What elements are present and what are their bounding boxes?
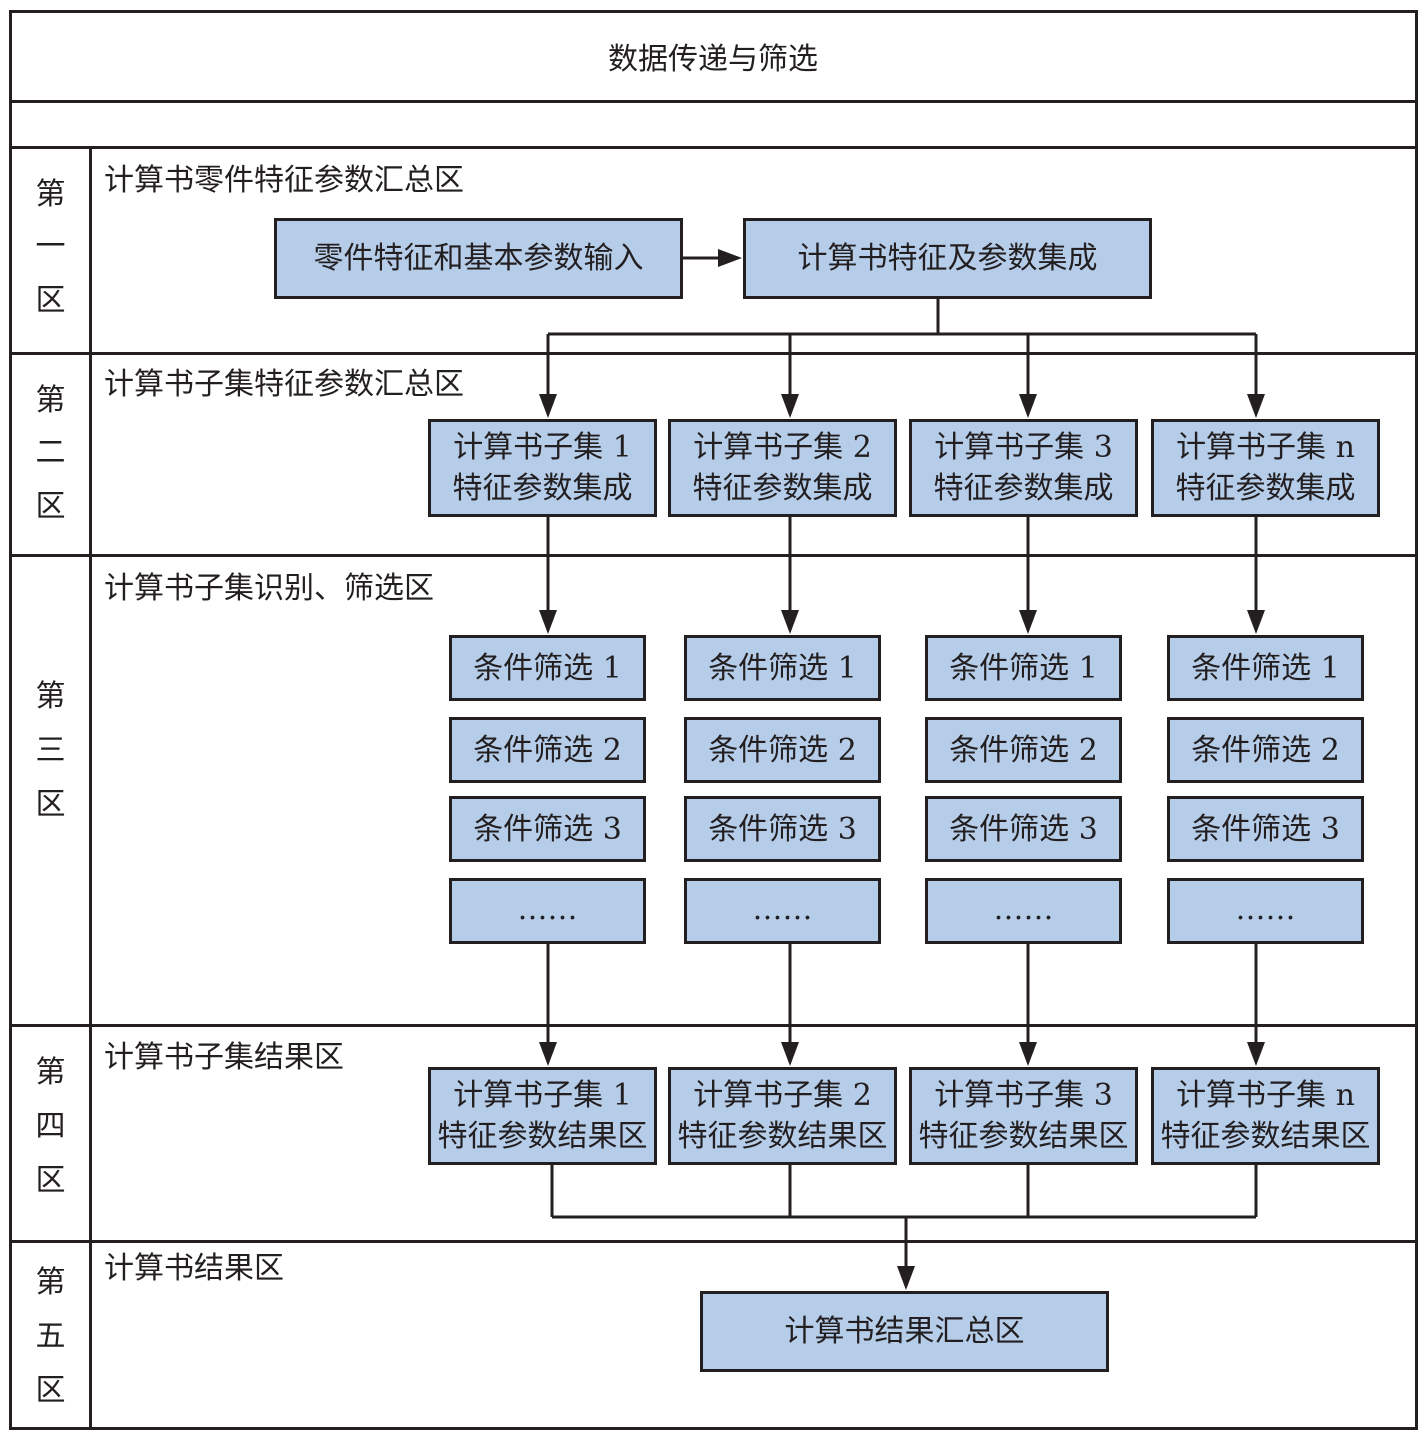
subset-3-filter-more-box: …… xyxy=(925,878,1122,944)
zone-4-label: 计算书子集结果区 xyxy=(104,1040,344,1075)
subset-1-filter-3-text: 条件筛选 3 xyxy=(473,811,622,847)
subset-2-filter-2-box: 条件筛选 2 xyxy=(684,717,881,783)
subset-2-result-line-1: 计算书子集 2 xyxy=(693,1078,872,1113)
subset-3-result-line-1: 计算书子集 3 xyxy=(934,1078,1113,1113)
subset-1-filter-more-text: …… xyxy=(517,892,578,927)
subset-3-integration-box: 计算书子集 3 特征参数集成 xyxy=(909,419,1138,517)
subset-1-integration-box: 计算书子集 1 特征参数集成 xyxy=(428,419,657,517)
subset-2-result-box: 计算书子集 2 特征参数结果区 xyxy=(668,1067,897,1165)
subset-2-filter-more-box: …… xyxy=(684,878,881,944)
zone-4-char-3: 区 xyxy=(35,1163,66,1198)
subset-1-filter-3-box: 条件筛选 3 xyxy=(449,796,646,862)
zone-3-char-2: 三 xyxy=(35,733,66,768)
zone-5-char-1: 第 xyxy=(35,1265,66,1300)
subset-3-result-box: 计算书子集 3 特征参数结果区 xyxy=(909,1067,1138,1165)
subset-3-integration-line-2: 特征参数集成 xyxy=(933,471,1114,506)
zone-5-char-3: 区 xyxy=(35,1373,66,1408)
subset-3-filter-3-box: 条件筛选 3 xyxy=(925,796,1122,862)
frame-top-border xyxy=(9,10,1418,13)
frame-bottom-border xyxy=(9,1427,1418,1430)
subset-2-integration-box: 计算书子集 2 特征参数集成 xyxy=(668,419,897,517)
zone-4-char-1: 第 xyxy=(35,1055,66,1090)
final-summary-text: 计算书结果汇总区 xyxy=(784,1314,1025,1349)
zone-3-char-3: 区 xyxy=(35,787,66,822)
subset-1-filter-1-text: 条件筛选 1 xyxy=(473,650,622,686)
subset-1-integration-line-2: 特征参数集成 xyxy=(452,471,633,506)
subset-1-result-line-2: 特征参数结果区 xyxy=(437,1119,648,1154)
title-divider xyxy=(9,100,1418,103)
subset-n-integration-line-2: 特征参数集成 xyxy=(1175,471,1356,506)
subset-2-integration-line-2: 特征参数集成 xyxy=(692,471,873,506)
subset-2-integration-line-1: 计算书子集 2 xyxy=(693,430,872,465)
subset-n-filter-1-box: 条件筛选 1 xyxy=(1167,635,1364,701)
subset-1-result-line-1: 计算书子集 1 xyxy=(453,1078,632,1113)
subset-2-filter-3-box: 条件筛选 3 xyxy=(684,796,881,862)
zone-3-label: 计算书子集识别、筛选区 xyxy=(104,571,434,606)
subset-3-filter-1-text: 条件筛选 1 xyxy=(949,650,1098,686)
subset-n-integration-line-1: 计算书子集 n xyxy=(1176,430,1355,465)
subset-1-result-box: 计算书子集 1 特征参数结果区 xyxy=(428,1067,657,1165)
subset-n-result-line-2: 特征参数结果区 xyxy=(1160,1119,1371,1154)
subset-n-integration-box: 计算书子集 n 特征参数集成 xyxy=(1151,419,1380,517)
zone-divider-2 xyxy=(9,554,1418,557)
subset-1-integration-line-1: 计算书子集 1 xyxy=(453,430,632,465)
zone-2-char-3: 区 xyxy=(35,489,66,524)
part-features-input-text: 零件特征和基本参数输入 xyxy=(313,241,644,276)
zone-divider-1 xyxy=(9,352,1418,355)
calc-book-integration-text: 计算书特征及参数集成 xyxy=(797,241,1098,276)
zone-2-char-2: 二 xyxy=(35,435,66,470)
zone-3-char-1: 第 xyxy=(35,679,66,714)
subset-3-filter-2-text: 条件筛选 2 xyxy=(949,732,1098,768)
subset-n-result-box: 计算书子集 n 特征参数结果区 xyxy=(1151,1067,1380,1165)
frame-left-border xyxy=(9,10,12,1430)
subset-2-filter-2-text: 条件筛选 2 xyxy=(708,732,857,768)
subset-1-filter-2-box: 条件筛选 2 xyxy=(449,717,646,783)
subset-2-filter-1-text: 条件筛选 1 xyxy=(708,650,857,686)
final-summary-box: 计算书结果汇总区 xyxy=(700,1291,1109,1372)
zone-1-char-2: 一 xyxy=(35,229,66,264)
subset-1-filter-2-text: 条件筛选 2 xyxy=(473,732,622,768)
subset-3-filter-1-box: 条件筛选 1 xyxy=(925,635,1122,701)
frame-right-border xyxy=(1415,10,1418,1430)
subset-1-filter-more-box: …… xyxy=(449,878,646,944)
subset-n-filter-more-text: …… xyxy=(1235,892,1296,927)
subset-n-filter-3-text: 条件筛选 3 xyxy=(1191,811,1340,847)
subset-3-filter-2-box: 条件筛选 2 xyxy=(925,717,1122,783)
diagram-title: 数据传递与筛选 xyxy=(608,42,818,77)
zone-divider-4 xyxy=(9,1240,1418,1243)
subset-3-filter-3-text: 条件筛选 3 xyxy=(949,811,1098,847)
subset-1-filter-1-box: 条件筛选 1 xyxy=(449,635,646,701)
subset-2-result-line-2: 特征参数结果区 xyxy=(677,1119,888,1154)
zone-1-label: 计算书零件特征参数汇总区 xyxy=(104,163,464,198)
calc-book-integration-box: 计算书特征及参数集成 xyxy=(743,218,1152,299)
zone-5-char-2: 五 xyxy=(35,1319,66,1354)
zone-divider-3 xyxy=(9,1024,1418,1027)
subset-n-filter-more-box: …… xyxy=(1167,878,1364,944)
zone-2-char-1: 第 xyxy=(35,383,66,418)
subset-3-result-line-2: 特征参数结果区 xyxy=(918,1119,1129,1154)
zone-column-divider xyxy=(89,146,92,1430)
subset-n-filter-2-text: 条件筛选 2 xyxy=(1191,732,1340,768)
subset-2-filter-more-text: …… xyxy=(752,892,813,927)
subset-n-filter-1-text: 条件筛选 1 xyxy=(1191,650,1340,686)
subset-3-filter-more-text: …… xyxy=(993,892,1054,927)
subset-n-filter-2-box: 条件筛选 2 xyxy=(1167,717,1364,783)
subset-2-filter-1-box: 条件筛选 1 xyxy=(684,635,881,701)
part-features-input-box: 零件特征和基本参数输入 xyxy=(274,218,683,299)
blank-row-divider xyxy=(9,146,1418,149)
zone-2-label: 计算书子集特征参数汇总区 xyxy=(104,367,464,402)
subset-3-integration-line-1: 计算书子集 3 xyxy=(934,430,1113,465)
zone-1-char-3: 区 xyxy=(35,283,66,318)
zone-5-label: 计算书结果区 xyxy=(104,1251,284,1286)
zone-4-char-2: 四 xyxy=(35,1109,66,1144)
zone-1-char-1: 第 xyxy=(35,177,66,212)
subset-n-result-line-1: 计算书子集 n xyxy=(1176,1078,1355,1113)
subset-2-filter-3-text: 条件筛选 3 xyxy=(708,811,857,847)
subset-n-filter-3-box: 条件筛选 3 xyxy=(1167,796,1364,862)
